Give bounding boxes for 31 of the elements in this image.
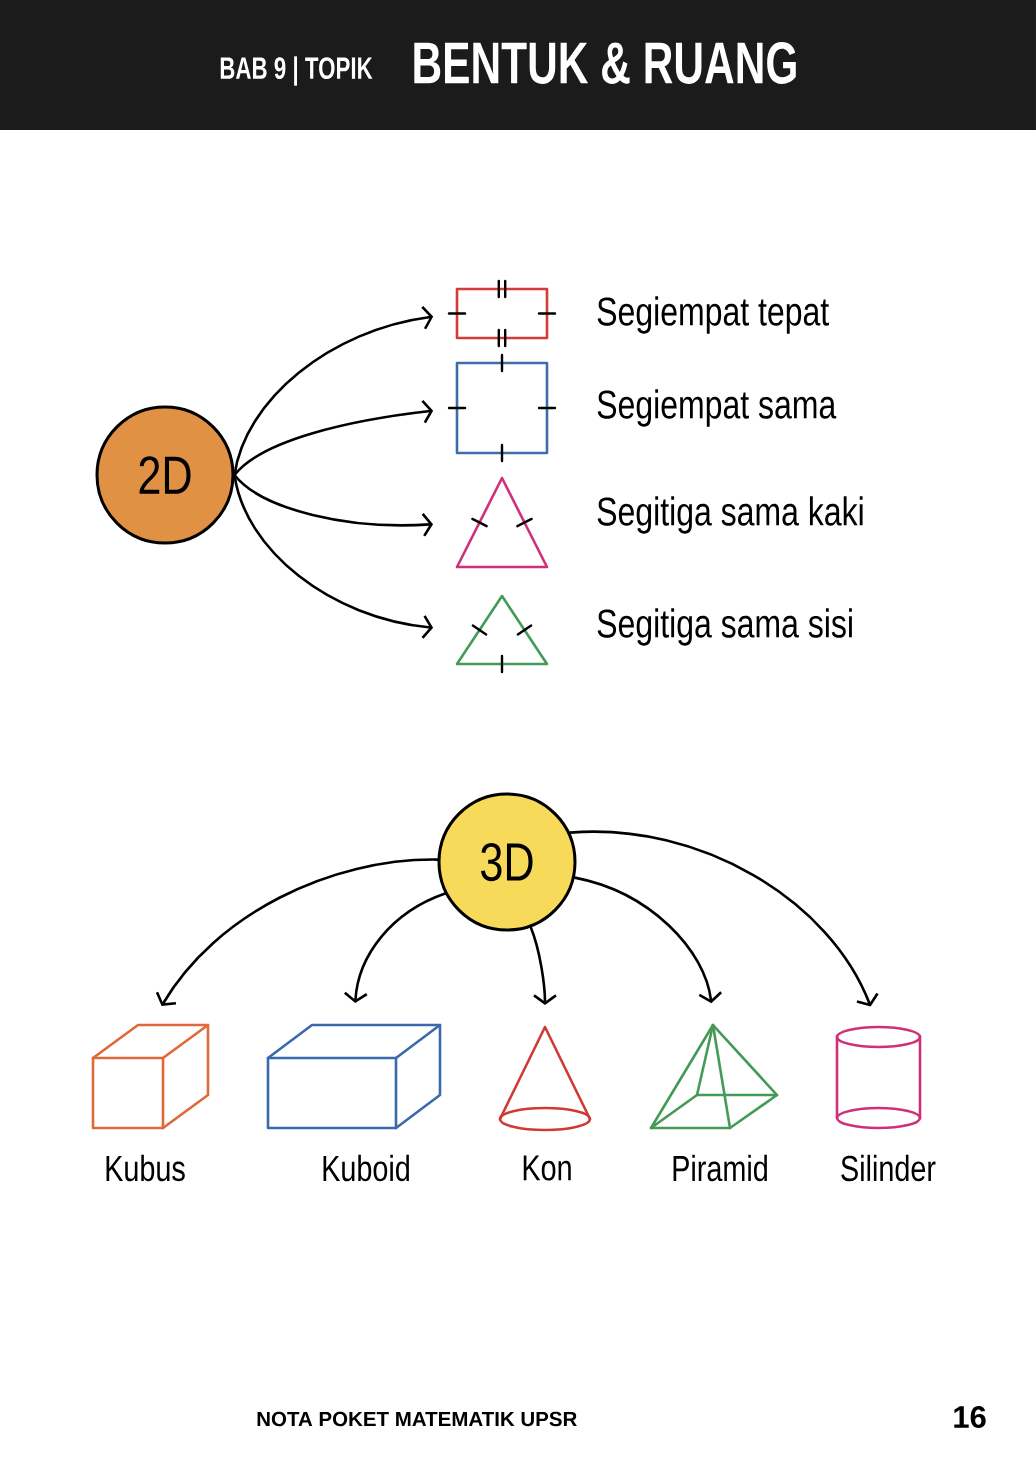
shape-label: Segitiga sama sisi [597,608,852,646]
arrow [568,830,879,1007]
shape-label: Silinder [841,1154,936,1182]
shape-label: Piramid [673,1154,767,1182]
arrow [233,306,434,477]
cuboid-drawing [266,1023,442,1130]
triangle [455,476,549,569]
shape-label: Segitiga sama kaki [597,496,863,534]
page-title: BENTUK & RUANG [414,42,796,84]
arrow [233,473,434,537]
chapter-label: BAB 9 | TOPIK [220,56,373,86]
shape-label: Kon [523,1155,571,1181]
cube-drawing [91,1023,210,1130]
shape-label: Kuboid [323,1154,409,1182]
cylinder-drawing [835,1025,922,1130]
shape-label: Kubus [106,1154,185,1182]
page-number: 16 [954,1406,986,1428]
triangle [455,594,549,674]
footer-title: NOTA POKET MATEMATIK UPSR [257,1411,577,1427]
rectangle [447,279,557,348]
arrow [344,892,447,1004]
pyramid-drawing [649,1023,779,1130]
arrow [155,858,439,1007]
arrow [233,399,434,477]
shape-label: Segiempat sama [597,389,837,427]
arrow [529,926,557,1005]
cone-drawing [498,1025,592,1132]
arrow [573,876,723,1004]
arrow [233,473,434,639]
shape-label: Segiempat tepat [597,296,829,334]
square [447,353,557,463]
